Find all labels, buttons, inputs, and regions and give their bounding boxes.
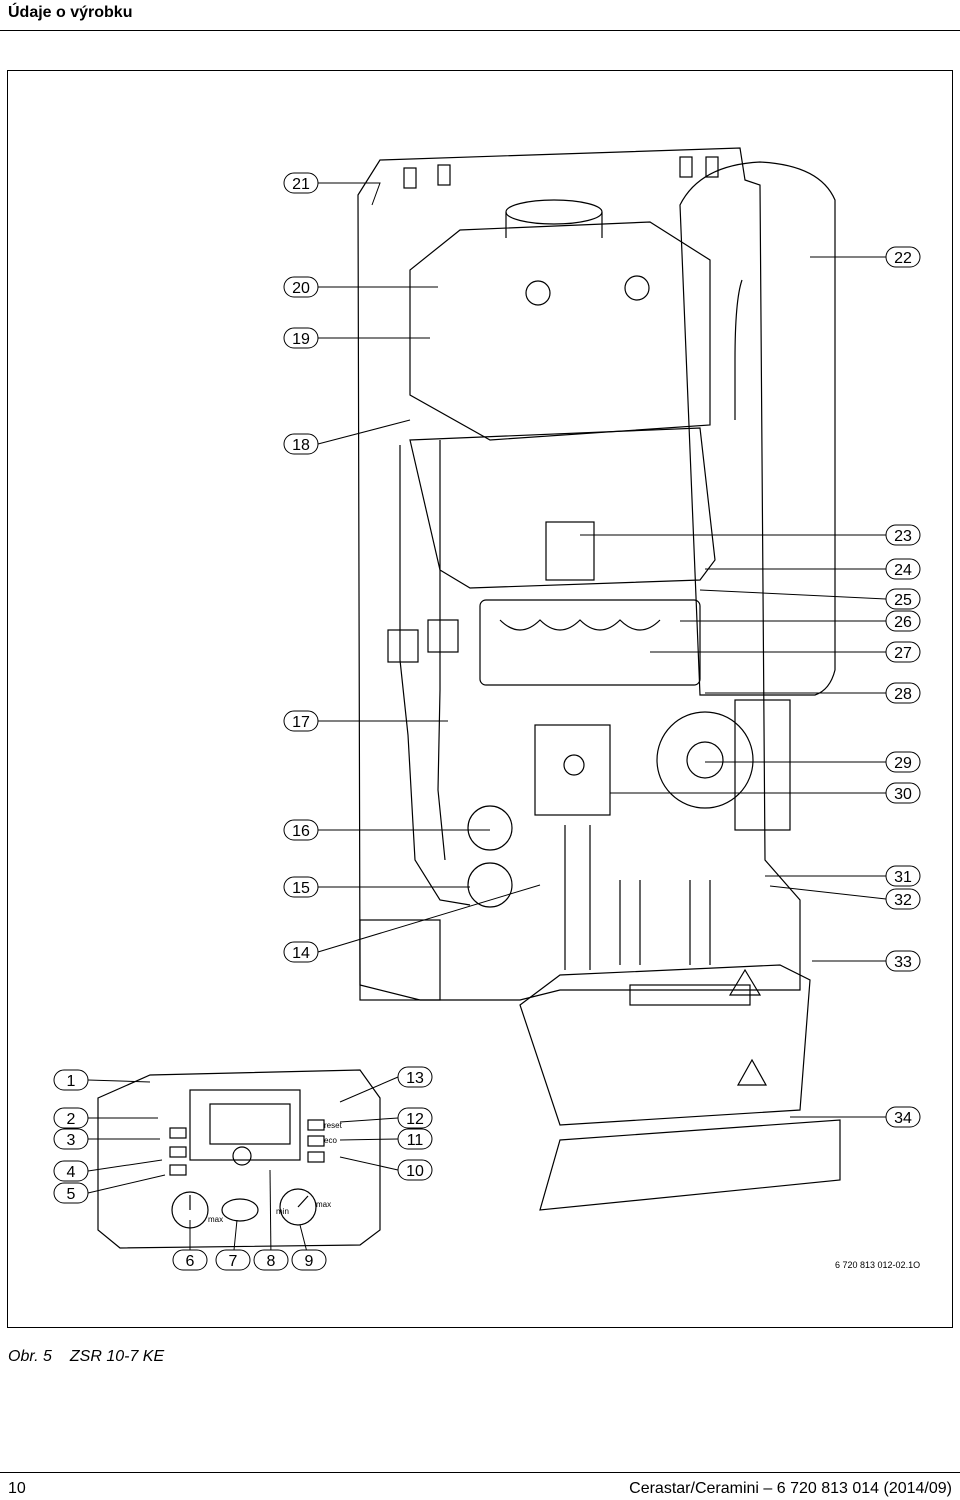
control-box	[519, 964, 811, 1126]
panel-key	[169, 1146, 187, 1158]
footer-rule	[0, 1472, 960, 1473]
top-tab	[705, 156, 719, 178]
heat-exchanger	[409, 221, 711, 441]
callout-31: 31	[894, 869, 912, 886]
warning-triangle	[728, 968, 762, 996]
callout-25: 25	[894, 592, 912, 609]
sensor-right	[624, 275, 650, 301]
callout-12: 12	[406, 1111, 424, 1128]
callout-28: 28	[894, 686, 912, 703]
flue-outlet	[505, 199, 603, 225]
top-tab	[437, 164, 451, 186]
inspection-window	[545, 521, 595, 581]
electric-warning	[736, 1058, 768, 1086]
callout-11: 11	[407, 1132, 424, 1149]
callout-5: 5	[67, 1186, 76, 1203]
gas-valve	[534, 724, 611, 816]
pipe-lower	[564, 825, 711, 970]
callout-2: 2	[67, 1111, 76, 1128]
callout-3: 3	[67, 1132, 76, 1149]
label-min: min	[276, 1207, 289, 1216]
callout-32: 32	[894, 892, 912, 909]
pump	[656, 711, 754, 809]
pump-housing	[734, 699, 791, 831]
callout-33: 33	[894, 954, 912, 971]
label-reset: reset	[324, 1121, 343, 1130]
panel-display-frame	[189, 1089, 301, 1161]
knob-water	[279, 1188, 317, 1226]
callout-26: 26	[894, 614, 912, 631]
bottom-bracket	[359, 919, 441, 1001]
callout-24: 24	[894, 562, 912, 579]
burner	[479, 599, 701, 686]
flow-sensor	[467, 862, 513, 908]
callout-14: 14	[292, 945, 310, 962]
callout-17: 17	[292, 714, 310, 731]
callout-4: 4	[67, 1164, 76, 1181]
page-header-title: Údaje o výrobku	[8, 4, 133, 21]
callout-29: 29	[894, 755, 912, 772]
callout-18: 18	[292, 437, 310, 454]
figure-caption: Obr. 5 ZSR 10-7 KE	[8, 1348, 164, 1366]
figure-frame	[7, 70, 953, 1328]
panel-key	[307, 1135, 325, 1147]
boiler-frame	[357, 147, 801, 1001]
callout-34: 34	[894, 1110, 912, 1127]
label-eco: eco	[324, 1136, 337, 1145]
document-reference: Cerastar/Ceramini – 6 720 813 014 (2014/…	[629, 1480, 952, 1497]
top-tab	[679, 156, 693, 178]
panel-key	[169, 1127, 187, 1139]
callout-27: 27	[894, 645, 912, 662]
callout-21: 21	[292, 176, 310, 193]
combustion-chamber	[409, 427, 716, 589]
label-max-right: max	[316, 1200, 331, 1209]
callout-23: 23	[894, 528, 912, 545]
callout-30: 30	[894, 786, 912, 803]
callout-16: 16	[292, 823, 310, 840]
panel-key	[307, 1119, 325, 1131]
callout-1: 1	[67, 1073, 76, 1090]
leader-lines	[87, 182, 887, 1261]
header-rule	[0, 30, 960, 31]
pipe-connector	[427, 619, 459, 653]
panel-key	[307, 1151, 325, 1163]
panel-badge	[221, 1198, 259, 1222]
callout-6: 6	[186, 1253, 195, 1270]
callout-22: 22	[894, 250, 912, 267]
control-cover	[539, 1119, 841, 1211]
panel-display	[209, 1103, 291, 1145]
pipe-connector	[387, 629, 419, 663]
expansion-vessel	[679, 161, 836, 696]
control-panel-body	[97, 1069, 381, 1249]
page-number: 10	[8, 1480, 26, 1497]
callout-15: 15	[292, 880, 310, 897]
figure-caption-text: ZSR 10-7 KE	[69, 1348, 165, 1365]
callout-13: 13	[406, 1070, 424, 1087]
figure-caption-label: Obr. 5	[8, 1348, 52, 1365]
panel-button-knob	[232, 1146, 252, 1166]
top-tab	[403, 167, 417, 189]
pipe-left	[399, 445, 471, 906]
sensor-left	[525, 280, 551, 306]
image-code: 6 720 813 012-02.1O	[835, 1260, 920, 1270]
label-max-left: max	[208, 1215, 223, 1224]
callout-10: 10	[406, 1163, 424, 1180]
callout-7: 7	[229, 1253, 238, 1270]
panel-key	[169, 1164, 187, 1176]
callout-19: 19	[292, 331, 310, 348]
fan-sensor	[467, 805, 513, 851]
callout-8: 8	[267, 1253, 276, 1270]
callout-20: 20	[292, 280, 310, 297]
callout-9: 9	[305, 1253, 314, 1270]
